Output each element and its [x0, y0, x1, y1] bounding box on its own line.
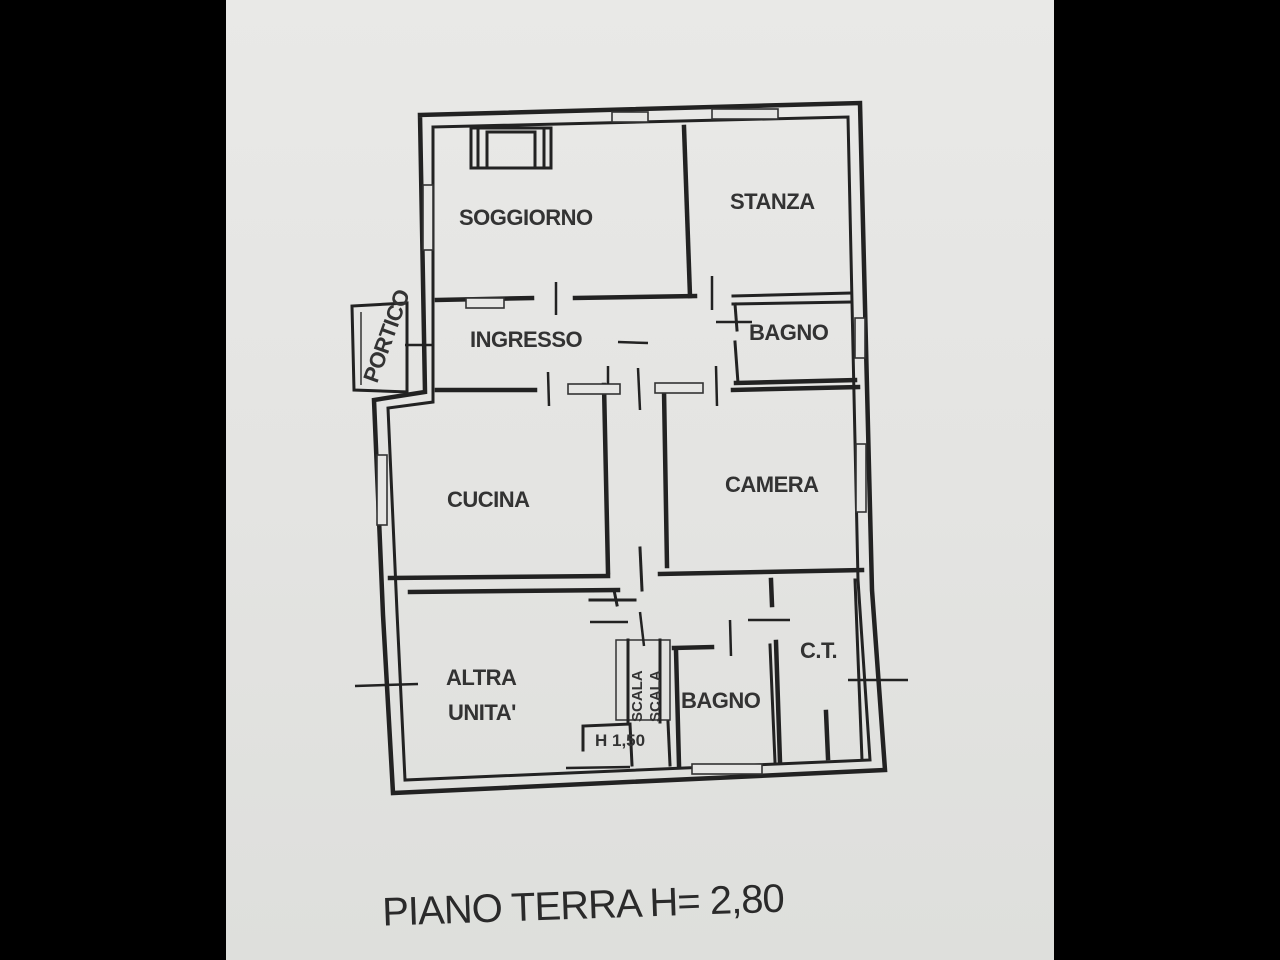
room-label-altra-unita-2: UNITA' [448, 700, 516, 725]
room-label-ingresso: INGRESSO [470, 327, 583, 352]
room-label-ct: C.T. [800, 638, 837, 663]
stair-label-2: SCALA [647, 670, 664, 722]
room-label-altra-unita-1: ALTRA [446, 665, 517, 690]
room-label-camera: CAMERA [725, 472, 819, 497]
outer-walls [371, 100, 888, 796]
room-label-soggiorno: SOGGIORNO [459, 205, 593, 230]
fireplace-icon [469, 126, 553, 170]
room-label-cucina: CUCINA [447, 487, 530, 512]
room-label-bagno-lower: BAGNO [681, 688, 761, 713]
door-markers [354, 276, 908, 770]
height-note: H 1,50 [595, 731, 645, 750]
paper-sheet [226, 0, 1054, 960]
interior-walls [350, 124, 865, 768]
floor-title: PIANO TERRA H= 2,80 [382, 877, 785, 935]
room-label-bagno-upper: BAGNO [749, 320, 829, 345]
room-labels: SOGGIORNO STANZA PORTICO INGRESSO BAGNO … [358, 189, 837, 750]
windows [376, 108, 867, 775]
stair-label-1: SCALA [629, 670, 646, 722]
room-label-stanza: STANZA [730, 189, 815, 214]
